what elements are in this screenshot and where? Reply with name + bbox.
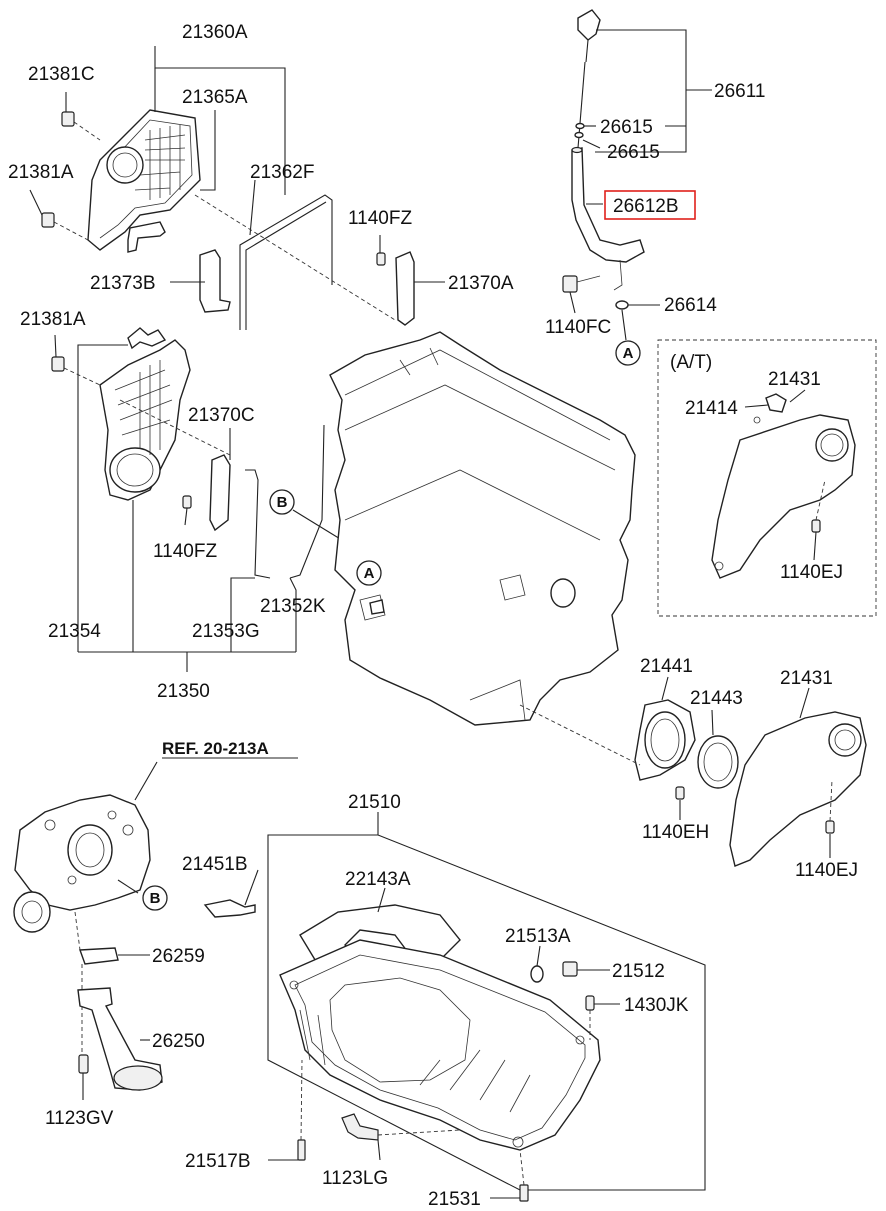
oil-level-gauge[interactable] (577, 9, 601, 149)
timing-bracket-21370C[interactable] (209, 454, 231, 532)
bolt-1140FZ-mid[interactable] (182, 495, 192, 509)
bolt-21531[interactable] (519, 1149, 529, 1202)
svg-text:B: B (277, 494, 288, 511)
bolt-1140FZ-top[interactable] (376, 252, 386, 266)
bolt-1123GV[interactable] (78, 1054, 89, 1074)
label-21373B[interactable]: 21373B (90, 273, 156, 294)
dowel-pin-1430JK[interactable] (585, 995, 595, 1040)
o-ring-26615-b[interactable] (574, 131, 584, 139)
label-26612B[interactable]: 26612B (613, 196, 679, 217)
bolt-1140FC[interactable] (562, 275, 601, 293)
bolt-21381A-mid[interactable] (51, 356, 101, 386)
at-group-box (657, 339, 877, 617)
bolt-1140EJ[interactable] (825, 779, 835, 834)
timing-belt-seal[interactable] (239, 194, 333, 330)
label-21381A-top[interactable]: 21381A (8, 162, 74, 183)
gasket-21513A[interactable] (530, 965, 544, 983)
timing-belt-bracket-21370A[interactable] (395, 251, 415, 326)
o-ring-26615-a[interactable] (575, 122, 585, 130)
bolt-21381A-top[interactable] (41, 212, 89, 241)
o-ring-26614[interactable] (615, 300, 629, 310)
cylinder-block[interactable] (329, 331, 636, 726)
label-1430JK[interactable]: 1430JK (624, 995, 689, 1016)
dipstick-tube-lower[interactable] (245, 424, 325, 579)
label-21352K[interactable]: 21352K (260, 596, 326, 617)
label-ref-20-213A[interactable]: REF. 20-213A (162, 739, 269, 758)
label-21414[interactable]: 21414 (685, 398, 738, 419)
label-at: (A/T) (670, 352, 712, 373)
label-22143A[interactable]: 22143A (345, 869, 411, 890)
marker-a-dipstick: A (615, 340, 641, 366)
label-21451B[interactable]: 21451B (182, 854, 248, 875)
marker-b-oil-pump: B (142, 885, 168, 911)
svg-text:A: A (364, 565, 375, 582)
label-1140EH[interactable]: 1140EH (642, 822, 709, 843)
label-21381A-mid[interactable]: 21381A (20, 309, 86, 330)
oil-level-gauge-guide[interactable] (571, 146, 645, 291)
svg-text:B: B (150, 890, 161, 907)
label-1123GV[interactable]: 1123GV (45, 1108, 114, 1129)
bolt-1140EH[interactable] (675, 786, 685, 800)
label-21370C[interactable]: 21370C (188, 405, 255, 426)
spacer-21414[interactable] (765, 393, 787, 413)
label-21350[interactable]: 21350 (157, 681, 210, 702)
label-21354[interactable]: 21354 (48, 621, 101, 642)
svg-text:A: A (623, 345, 634, 362)
label-21441[interactable]: 21441 (640, 656, 693, 677)
label-26614[interactable]: 26614 (664, 295, 717, 316)
label-21512[interactable]: 21512 (612, 961, 665, 982)
oil-pump[interactable] (13, 794, 151, 933)
label-21360A[interactable]: 21360A (182, 22, 248, 43)
timing-cover-gasket-upper[interactable] (127, 221, 166, 253)
oil-screen-26250[interactable] (77, 987, 163, 1091)
label-1140FZ-mid[interactable]: 1140FZ (153, 541, 217, 562)
oil-pan-21510[interactable] (279, 939, 601, 1151)
label-21531[interactable]: 21531 (428, 1189, 481, 1210)
marker-a-engine: A (356, 560, 382, 586)
oil-screen-gasket-26259[interactable] (79, 947, 119, 965)
label-21517B[interactable]: 21517B (185, 1151, 251, 1172)
lower-timing-cover[interactable] (99, 327, 191, 501)
label-1123LG[interactable]: 1123LG (322, 1168, 388, 1189)
drive-plate-cover-at[interactable] (711, 414, 856, 579)
bolt-1123LG[interactable] (341, 1113, 461, 1141)
bolt-21381C[interactable] (61, 111, 101, 141)
label-26611[interactable]: 26611 (714, 81, 765, 102)
label-21353G[interactable]: 21353G (192, 621, 260, 642)
label-1140FC[interactable]: 1140FC (545, 317, 611, 338)
drive-plate-cover-21431[interactable] (729, 711, 867, 867)
highlight-box-26612B (604, 190, 696, 220)
label-26615-a[interactable]: 26615 (600, 117, 653, 138)
label-26615-b[interactable]: 26615 (607, 142, 660, 163)
label-21370A[interactable]: 21370A (448, 273, 514, 294)
label-26250[interactable]: 26250 (152, 1031, 205, 1052)
label-1140FZ-top[interactable]: 1140FZ (348, 208, 412, 229)
label-21365A[interactable]: 21365A (182, 87, 248, 108)
bolt-21517B[interactable] (297, 1059, 306, 1161)
label-1140EJ[interactable]: 1140EJ (795, 860, 858, 881)
label-1140EJ-at[interactable]: 1140EJ (780, 562, 843, 583)
label-21381C[interactable]: 21381C (28, 64, 95, 85)
timing-belt-bracket-21373B[interactable] (199, 249, 231, 313)
label-21431-at[interactable]: 21431 (768, 369, 821, 390)
oil-seal-21443[interactable] (697, 735, 739, 789)
marker-b-timing: B (269, 489, 295, 515)
label-21443[interactable]: 21443 (690, 688, 743, 709)
oil-seal-case-21441[interactable] (634, 699, 696, 781)
upper-timing-cover[interactable] (87, 109, 201, 251)
label-26259[interactable]: 26259 (152, 946, 205, 967)
baffle-21451B[interactable] (203, 899, 256, 918)
label-21513A[interactable]: 21513A (505, 926, 571, 947)
label-21510[interactable]: 21510 (348, 792, 401, 813)
drain-plug-21512[interactable] (562, 961, 578, 977)
label-21431[interactable]: 21431 (780, 668, 833, 689)
label-21362F[interactable]: 21362F (250, 162, 314, 183)
